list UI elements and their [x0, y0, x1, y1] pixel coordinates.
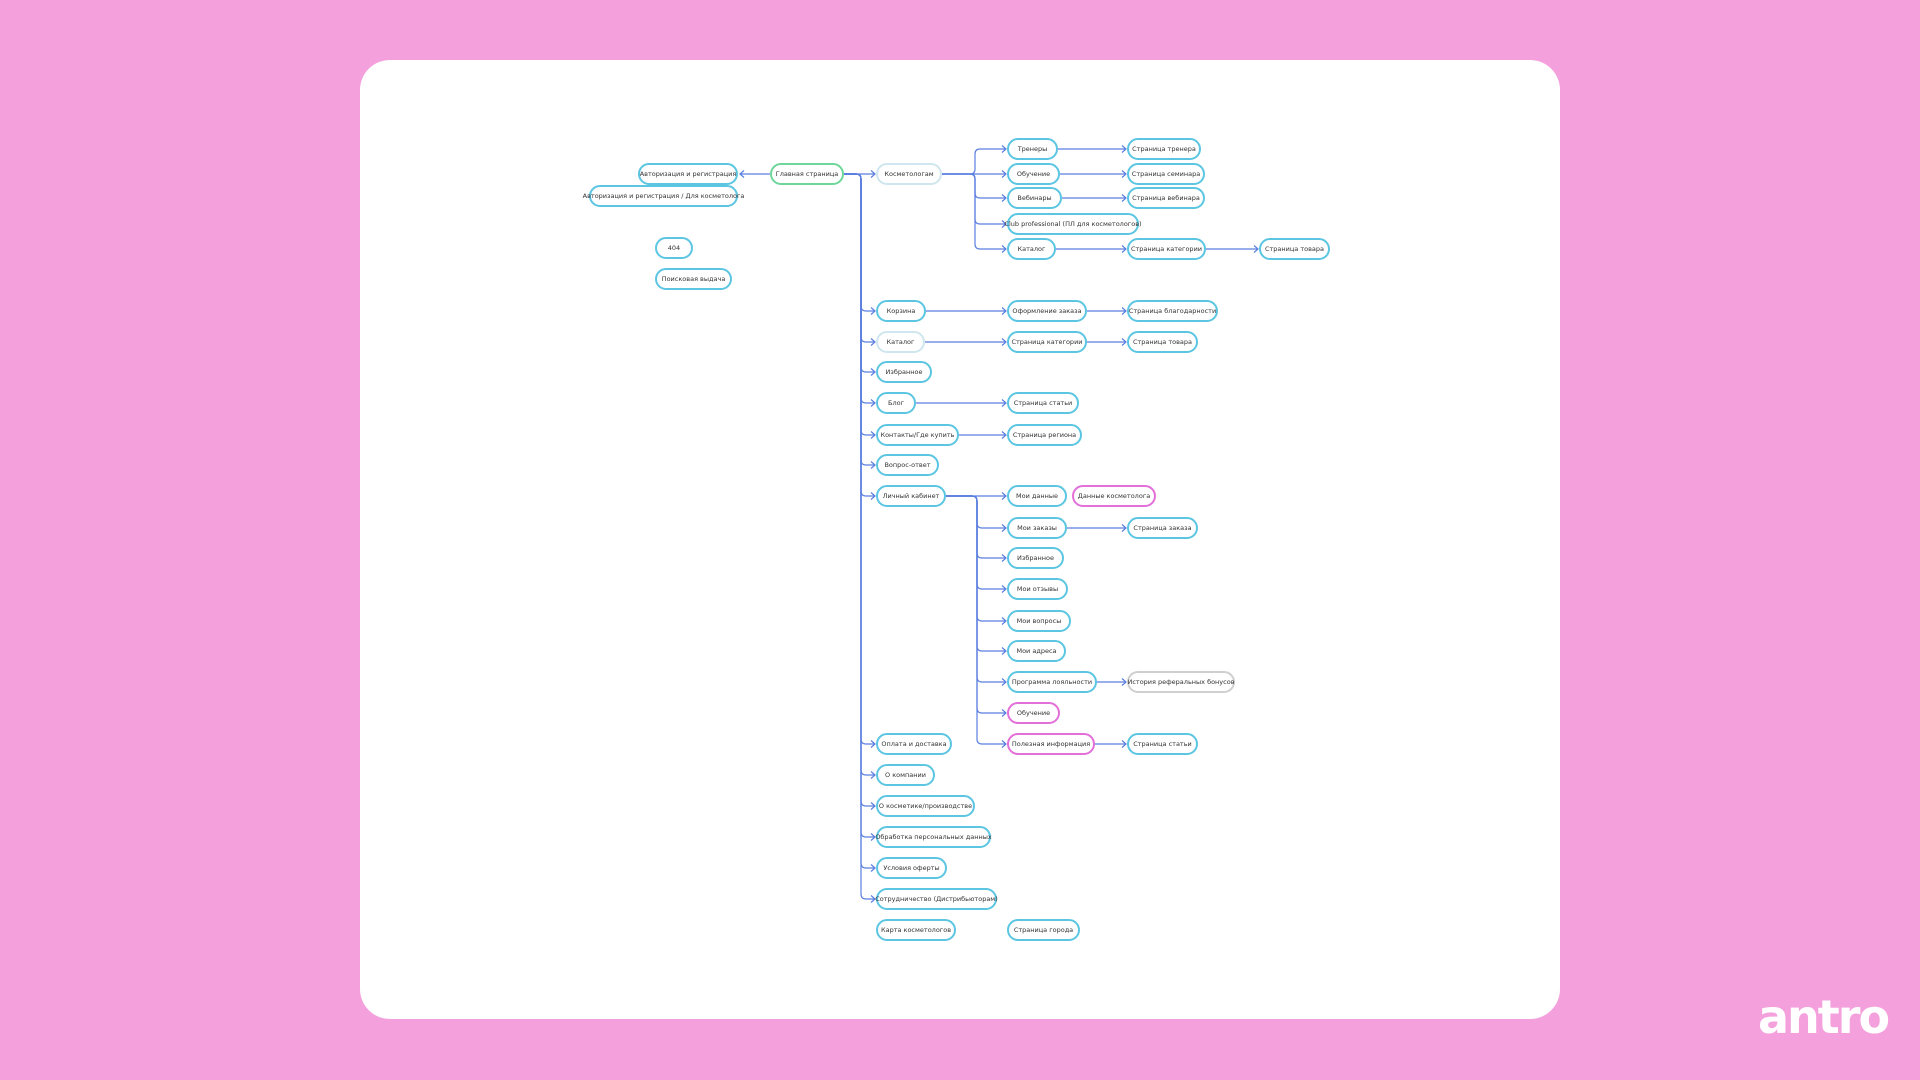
- node-edu[interactable]: Обучение: [1007, 163, 1060, 185]
- node-personal-data[interactable]: Обработка персональных данных: [875, 826, 992, 848]
- node-favorites[interactable]: Избранное: [876, 361, 932, 383]
- node-thanks[interactable]: Страница благодарности: [1127, 300, 1218, 322]
- node-contacts[interactable]: Контакты/Где купить: [876, 424, 959, 446]
- node-useful-article[interactable]: Страница статьи: [1127, 733, 1198, 755]
- node-my-reviews[interactable]: Мои отзывы: [1007, 578, 1068, 600]
- node-p404[interactable]: 404: [655, 237, 693, 259]
- node-article-page[interactable]: Страница статьи: [1007, 392, 1079, 414]
- node-checkout[interactable]: Оформление заказа: [1007, 300, 1087, 322]
- node-club[interactable]: Club professional (ПЛ для косметологов): [1004, 213, 1142, 235]
- node-search[interactable]: Поисковая выдача: [655, 268, 732, 290]
- node-seminar-page[interactable]: Страница семинара: [1127, 163, 1205, 185]
- node-cosm-map[interactable]: Карта косметологов: [876, 919, 956, 941]
- node-webinars[interactable]: Вебинары: [1007, 187, 1062, 209]
- node-about[interactable]: О компании: [876, 764, 935, 786]
- node-my-questions[interactable]: Мои вопросы: [1007, 610, 1071, 632]
- node-useful[interactable]: Полезная информация: [1007, 733, 1095, 755]
- node-cosm-catalog[interactable]: Каталог: [1007, 238, 1056, 260]
- node-cosm-product-page[interactable]: Страница товара: [1259, 238, 1330, 260]
- node-account[interactable]: Личный кабинет: [876, 485, 946, 507]
- node-acc-fav[interactable]: Избранное: [1007, 547, 1064, 569]
- node-cat-page[interactable]: Страница категории: [1007, 331, 1087, 353]
- antro-logo: antro: [1758, 990, 1890, 1044]
- node-city-page[interactable]: Страница города: [1007, 919, 1080, 941]
- node-home[interactable]: Главная страница: [770, 163, 844, 185]
- node-trainers[interactable]: Тренеры: [1007, 138, 1058, 160]
- node-auth-cosm[interactable]: Авторизация и регистрация / Для косметол…: [583, 185, 744, 207]
- node-acc-edu[interactable]: Обучение: [1007, 702, 1060, 724]
- node-cart[interactable]: Корзина: [876, 300, 926, 322]
- node-payment[interactable]: Оплата и доставка: [876, 733, 952, 755]
- sitemap-canvas: [360, 60, 1560, 1019]
- node-cosm[interactable]: Косметологам: [876, 163, 942, 185]
- node-region-page[interactable]: Страница региона: [1007, 424, 1082, 446]
- node-about-cosm[interactable]: О косметике/производстве: [876, 795, 975, 817]
- node-faq[interactable]: Вопрос-ответ: [876, 454, 939, 476]
- node-partners[interactable]: Сотрудничество (Дистрибьюторам): [875, 888, 998, 910]
- node-trainer-page[interactable]: Страница тренера: [1127, 138, 1201, 160]
- node-my-orders[interactable]: Мои заказы: [1007, 517, 1067, 539]
- node-auth[interactable]: Авторизация и регистрация: [638, 163, 738, 185]
- node-my-addresses[interactable]: Мои адреса: [1007, 640, 1066, 662]
- node-order-page[interactable]: Страница заказа: [1127, 517, 1198, 539]
- node-cosm-cat-page[interactable]: Страница категории: [1127, 238, 1206, 260]
- node-my-data[interactable]: Мои данные: [1007, 485, 1067, 507]
- node-ref-history[interactable]: История реферальных бонусов: [1127, 671, 1235, 693]
- node-loyalty[interactable]: Программа лояльности: [1007, 671, 1097, 693]
- node-blog[interactable]: Блог: [876, 392, 916, 414]
- node-webinar-page[interactable]: Страница вебинара: [1127, 187, 1205, 209]
- node-cosm-data[interactable]: Данные косметолога: [1072, 485, 1156, 507]
- node-offer[interactable]: Условия оферты: [876, 857, 947, 879]
- node-product-page[interactable]: Страница товара: [1127, 331, 1198, 353]
- node-catalog[interactable]: Каталог: [876, 331, 925, 353]
